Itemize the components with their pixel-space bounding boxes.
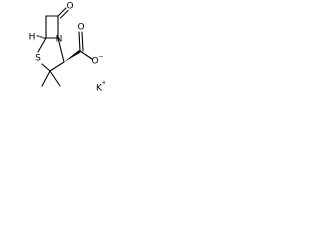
bond-c2-methyl-a: [41, 70, 51, 87]
atom-counterion: K: [96, 84, 103, 94]
atom-bridgehead-h: H: [29, 33, 36, 43]
bond-c2-c3: [49, 61, 65, 72]
atom-nitrogen: N: [56, 35, 63, 45]
bond-c2-methyl-b: [49, 70, 61, 87]
atom-carbonyl-oxygen: O: [66, 2, 73, 12]
atom-carboxylate-charge: −: [98, 54, 103, 61]
atom-sulfur: S: [35, 54, 41, 64]
atom-carboxylate-oxygen-double: O: [77, 23, 84, 33]
atom-counterion-charge: +: [101, 80, 105, 87]
bond-c3-n4: [57, 37, 65, 63]
bond-carboxyl-o-double-b: [81, 31, 84, 52]
atom-carboxylate-oxygen-single: O: [91, 57, 98, 67]
bond-carboxyl-o-single: [79, 50, 93, 60]
chemical-structure: O N H S O O − K +: [29, 2, 105, 94]
bond-carboxyl-o-double-a: [78, 31, 81, 52]
bond-c5-o-double-b: [59, 9, 69, 19]
bond-c6-s1: [37, 37, 47, 53]
bond-s1-c2: [41, 63, 51, 72]
wedge-bond-c3-carboxyl: [64, 50, 81, 62]
bond-c5-o-double-a: [57, 7, 67, 17]
